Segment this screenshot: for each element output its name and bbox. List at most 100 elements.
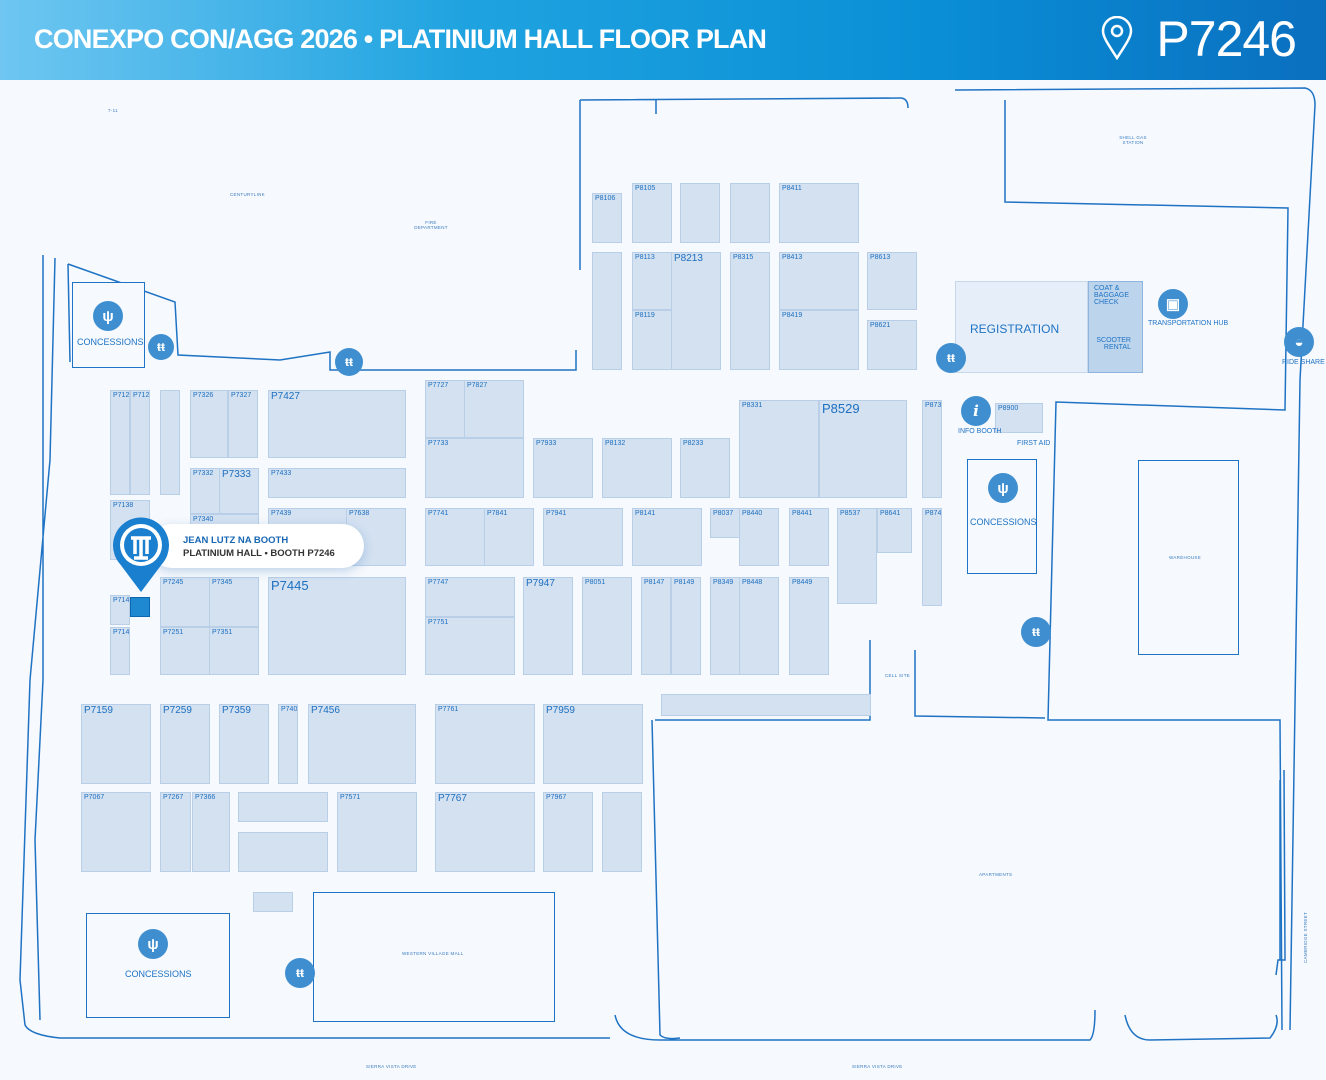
booth[interactable] xyxy=(238,792,328,822)
booth[interactable]: P8233 xyxy=(680,438,730,498)
booth[interactable]: P7827 xyxy=(464,380,524,438)
booth[interactable]: P7841 xyxy=(484,508,534,566)
booth[interactable]: P8213 xyxy=(671,252,721,370)
booth[interactable]: P8730 xyxy=(922,400,942,498)
booth[interactable]: P7727 xyxy=(425,380,465,438)
booth[interactable]: P8349 xyxy=(710,577,740,675)
restroom-icon[interactable]: ŧŧ xyxy=(285,958,315,988)
booth[interactable]: P8529 xyxy=(819,400,907,498)
booth[interactable]: P7245 xyxy=(160,577,210,627)
booth[interactable]: P7159 xyxy=(81,704,151,784)
booth[interactable]: P8621 xyxy=(867,320,917,370)
booth[interactable]: P8119 xyxy=(632,310,672,370)
booth[interactable]: P8448 xyxy=(739,577,779,675)
bus-icon[interactable]: ▣ xyxy=(1158,289,1188,319)
booth[interactable]: P7933 xyxy=(533,438,593,498)
concessions-icon[interactable]: ψ xyxy=(138,929,168,959)
restroom-icon[interactable]: ŧŧ xyxy=(936,343,966,373)
booth[interactable]: P7149 xyxy=(110,627,130,675)
booth[interactable]: P7326 xyxy=(190,390,228,458)
booth[interactable]: P7327 xyxy=(228,390,258,458)
booth[interactable]: P7445 xyxy=(268,577,406,675)
booth[interactable]: P7366 xyxy=(192,792,230,872)
booth[interactable]: P7267 xyxy=(160,792,191,872)
booth[interactable]: P7571 xyxy=(337,792,417,872)
booth[interactable]: P8037 xyxy=(710,508,740,538)
booth[interactable]: P8411 xyxy=(779,183,859,243)
booth[interactable]: P8113 xyxy=(632,252,672,310)
mall-label: WESTERN VILLAGE MALL xyxy=(402,951,464,956)
booth[interactable]: P7456 xyxy=(308,704,416,784)
booth[interactable]: P7741 xyxy=(425,508,485,566)
booth[interactable]: P8419 xyxy=(779,310,859,370)
booth[interactable] xyxy=(253,892,293,912)
booth[interactable]: P8449 xyxy=(789,577,829,675)
booth[interactable] xyxy=(602,792,642,872)
booth[interactable] xyxy=(730,183,770,243)
booth[interactable]: P8441 xyxy=(789,508,829,566)
booth[interactable]: P8147 xyxy=(641,577,671,675)
booth[interactable]: P8613 xyxy=(867,252,917,310)
concessions-area-3[interactable]: CONCESSIONS xyxy=(86,913,230,1018)
booth[interactable]: P7751 xyxy=(425,617,515,675)
booth[interactable]: P8641 xyxy=(877,508,912,553)
highlighted-booth[interactable] xyxy=(130,597,150,617)
coat-check-area[interactable]: COAT & BAGGAGE CHECK SCOOTER RENTAL xyxy=(1088,281,1143,373)
booth[interactable]: P7345 xyxy=(209,577,259,627)
booth[interactable]: P7333 xyxy=(219,468,259,514)
booth[interactable]: P8051 xyxy=(582,577,632,675)
booth[interactable]: P7427 xyxy=(268,390,406,458)
booth[interactable]: P7747 xyxy=(425,577,515,617)
booth[interactable]: P7733 xyxy=(425,438,524,498)
booth[interactable]: P8740 xyxy=(922,508,942,606)
booth[interactable]: P8132 xyxy=(602,438,672,498)
booth[interactable]: P7761 xyxy=(435,704,535,784)
car-icon[interactable]: ◒ xyxy=(1284,327,1314,357)
restroom-icon[interactable]: ŧŧ xyxy=(148,334,174,360)
booth[interactable]: P7259 xyxy=(160,704,210,784)
concessions-area-1[interactable]: CONCESSIONS xyxy=(72,282,145,368)
booth[interactable]: P7403 xyxy=(278,704,298,784)
booth[interactable] xyxy=(592,252,622,370)
booth[interactable]: P8331 xyxy=(739,400,819,498)
booth[interactable]: P7129 xyxy=(110,390,130,495)
booth[interactable]: P8315 xyxy=(730,252,770,370)
booth[interactable] xyxy=(238,832,328,872)
booth[interactable]: P8149 xyxy=(671,577,701,675)
booth[interactable]: P8413 xyxy=(779,252,859,310)
booth[interactable] xyxy=(160,390,180,495)
registration-area[interactable]: REGISTRATION xyxy=(955,281,1088,373)
booth[interactable]: P7959 xyxy=(543,704,643,784)
booth[interactable]: P7128 xyxy=(130,390,150,495)
booth[interactable]: P8106 xyxy=(592,193,622,243)
booth[interactable]: P8537 xyxy=(837,508,877,604)
booth[interactable]: P7433 xyxy=(268,468,406,498)
concessions-icon[interactable]: ψ xyxy=(988,473,1018,503)
booth[interactable]: P8440 xyxy=(739,508,779,566)
booth[interactable]: P7067 xyxy=(81,792,151,872)
exhibitor-callout[interactable]: JEAN LUTZ NA BOOTH PLATINIUM HALL • BOOT… xyxy=(150,524,364,568)
booth[interactable] xyxy=(661,694,871,716)
booth[interactable]: P7147 xyxy=(110,595,130,625)
booth[interactable]: P7251 xyxy=(160,627,210,675)
booth[interactable]: P7359 xyxy=(219,704,269,784)
booth[interactable]: P7967 xyxy=(543,792,593,872)
booth[interactable] xyxy=(680,183,720,243)
booth[interactable]: P8141 xyxy=(632,508,702,566)
info-icon[interactable]: i xyxy=(961,396,991,426)
booth[interactable]: P7947 xyxy=(523,577,573,675)
booth[interactable]: P7767 xyxy=(435,792,535,872)
exhibitor-logo-pin-icon[interactable] xyxy=(112,516,170,594)
landmark-7-11: 7-11 xyxy=(108,108,118,113)
booth[interactable]: P7351 xyxy=(209,627,259,675)
restroom-icon[interactable]: ŧŧ xyxy=(1021,617,1051,647)
booth[interactable]: P7941 xyxy=(543,508,623,566)
booth[interactable]: P7332 xyxy=(190,468,220,514)
concessions-area-2[interactable]: CONCESSIONS xyxy=(967,459,1037,574)
warehouse: WAREHOUSE xyxy=(1138,460,1239,655)
booth[interactable]: P8105 xyxy=(632,183,672,243)
booth[interactable]: P8900 xyxy=(995,403,1043,433)
concessions-icon[interactable]: ψ xyxy=(93,301,123,331)
restroom-icon[interactable]: ŧŧ xyxy=(335,348,363,376)
